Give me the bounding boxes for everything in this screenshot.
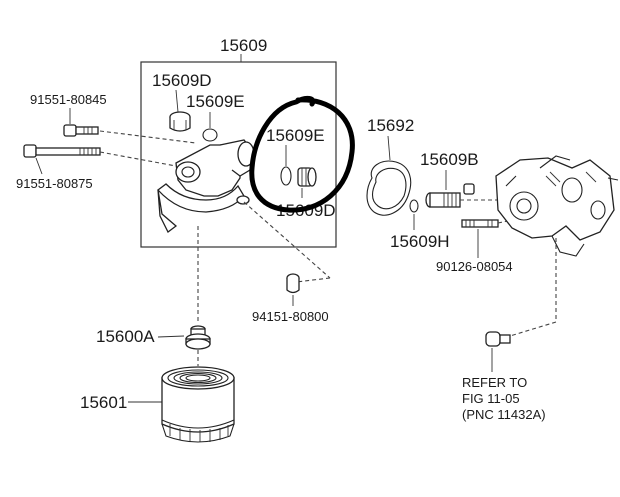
label-15609: 15609	[220, 36, 267, 55]
label-15609d-top: 15609D	[152, 71, 212, 90]
small-nut	[463, 183, 475, 195]
label-91551-80845: 91551-80845	[30, 92, 107, 107]
label-15601: 15601	[80, 393, 127, 412]
union	[185, 325, 211, 350]
refer-bolt	[485, 331, 511, 347]
label-91551-80875: 91551-80875	[16, 176, 93, 191]
bolt-long	[23, 144, 101, 175]
label-94151-80800: 94151-80800	[252, 309, 329, 324]
refer-note-line1: REFER TO	[462, 375, 527, 390]
label-15692: 15692	[367, 116, 414, 135]
cap-circled	[297, 167, 317, 187]
oring-small	[409, 199, 419, 213]
label-90126-08054: 90126-08054	[436, 259, 513, 274]
label-15609e-top: 15609E	[186, 92, 245, 111]
stud-path	[497, 219, 513, 224]
label-15609e-circled: 15609E	[266, 126, 325, 145]
marker-circle-annotation	[249, 95, 355, 213]
plug-path-2	[295, 277, 331, 283]
plug-path	[243, 201, 331, 279]
filter-bracket-housing	[157, 139, 255, 233]
bolt-long-path	[99, 151, 177, 167]
engine-block-section	[495, 155, 619, 257]
label-15609h: 15609H	[390, 232, 450, 251]
cap-top	[169, 111, 191, 132]
oring-circled	[280, 166, 292, 186]
gasket-inner-edge	[371, 167, 407, 210]
plug	[286, 273, 300, 294]
gasket	[366, 160, 412, 216]
union-leader	[157, 335, 185, 338]
label-15609b: 15609B	[420, 150, 479, 169]
cap-top-leader	[175, 89, 179, 113]
stud	[461, 219, 499, 228]
refer-note-line3: (PNC 11432A)	[462, 407, 546, 422]
assembly-group-box	[140, 61, 337, 248]
gasket-leader	[387, 135, 391, 161]
stud-bolt	[425, 192, 461, 208]
label-15600a: 15600A	[96, 327, 155, 346]
bolt-short-path	[99, 130, 197, 144]
bolt-short	[63, 108, 99, 137]
block-path-diagonal	[509, 321, 557, 337]
oil-filter	[161, 366, 235, 443]
oring-top	[202, 128, 218, 142]
refer-note-line2: FIG 11-05	[462, 391, 520, 406]
